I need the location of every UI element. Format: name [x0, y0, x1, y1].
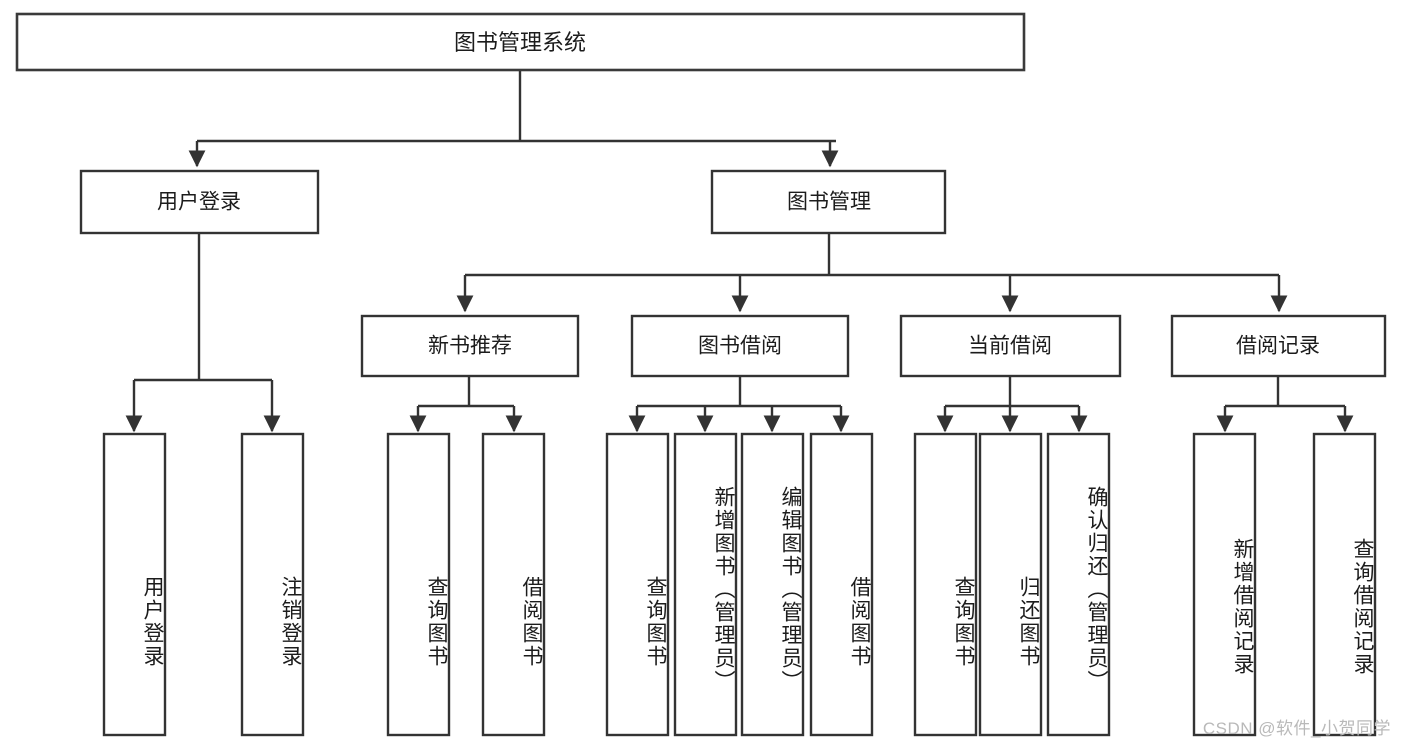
leaf-box-user-login[interactable]: [102, 432, 167, 737]
leaf-box-query-book-1[interactable]: [386, 432, 451, 737]
leaf-box-borrow-book-2[interactable]: [809, 432, 874, 737]
leaf-box-query-record[interactable]: [1312, 432, 1377, 737]
node-root[interactable]: 图书管理系统: [15, 12, 1026, 72]
node-book-manage-label: 图书管理: [787, 191, 871, 214]
leaf-boxes: [102, 432, 1377, 737]
leaf-box-query-book-2[interactable]: [605, 432, 670, 737]
leaf-box-add-record[interactable]: [1192, 432, 1257, 737]
leaf-box-add-book[interactable]: [673, 432, 738, 737]
node-new-book-recommend[interactable]: 新书推荐: [360, 314, 580, 378]
node-user-login[interactable]: 用户登录: [79, 169, 320, 235]
csdn-watermark: CSDN @软件_小贺同学: [1202, 719, 1391, 738]
node-book-manage[interactable]: 图书管理: [710, 169, 947, 235]
node-new-book-recommend-label: 新书推荐: [428, 335, 512, 358]
leaf-box-edit-book[interactable]: [740, 432, 805, 737]
node-user-login-label: 用户登录: [157, 191, 241, 214]
node-current-borrow[interactable]: 当前借阅: [899, 314, 1122, 378]
node-current-borrow-label: 当前借阅: [968, 335, 1052, 358]
node-borrow-record-label: 借阅记录: [1236, 335, 1320, 358]
connector-new-book-recommend-to-leaves: [409, 376, 523, 433]
connector-current-borrow-to-leaves: [936, 376, 1088, 433]
leaf-box-user-logout[interactable]: [240, 432, 305, 737]
leaf-box-borrow-book-1[interactable]: [481, 432, 546, 737]
node-borrow-record[interactable]: 借阅记录: [1170, 314, 1387, 378]
node-book-borrow-label: 图书借阅: [698, 335, 782, 358]
node-book-borrow[interactable]: 图书借阅: [630, 314, 850, 378]
connector-book-manage-to-level3: [456, 233, 1288, 313]
node-root-label: 图书管理系统: [454, 30, 586, 55]
connector-root-to-level2: [188, 71, 839, 168]
leaf-box-return-book[interactable]: [978, 432, 1043, 737]
leaf-box-query-book-3[interactable]: [913, 432, 978, 737]
leaf-box-confirm-return[interactable]: [1046, 432, 1111, 737]
connector-book-borrow-to-leaves: [628, 376, 850, 433]
connector-user-login-to-leaves: [125, 233, 281, 433]
connector-borrow-record-to-leaves: [1216, 376, 1354, 433]
